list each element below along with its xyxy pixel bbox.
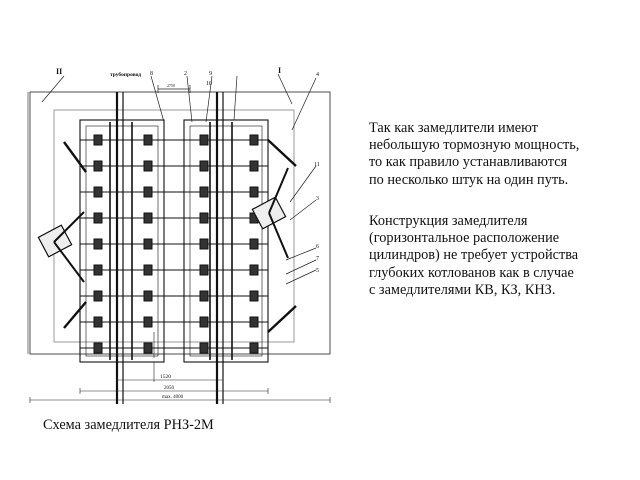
lever-block [249, 342, 259, 354]
lever-block [143, 290, 153, 302]
text-line: цилиндров) не требует устройства [369, 247, 579, 264]
lever-block [143, 342, 153, 354]
lever-block [93, 316, 103, 328]
text-line: (горизонтальное расположение [369, 230, 560, 247]
lever-block [93, 342, 103, 354]
lever-block [143, 134, 153, 146]
lever-block [93, 264, 103, 276]
description-paragraph-2: Конструкция замедлителя (горизонтальное … [369, 213, 631, 299]
lever-block [199, 290, 209, 302]
lever-block [249, 134, 259, 146]
lever-block [143, 160, 153, 172]
lever-block [143, 186, 153, 198]
text-line: Так как замедлители имеют [369, 120, 538, 136]
label-section-II: II [56, 67, 62, 76]
description-paragraph-1: Так как замедлители имеют небольшую торм… [369, 120, 631, 189]
lever-block [93, 186, 103, 198]
lever-block [249, 316, 259, 328]
lever-block [249, 186, 259, 198]
label-num-3: 3 [316, 196, 319, 202]
lever-block [93, 134, 103, 146]
label-section-I: I [278, 66, 281, 75]
label-pipeline: трубопровод [110, 71, 141, 78]
text-line: глубоких котлованов как в случае [369, 264, 574, 281]
lever-block [199, 316, 209, 328]
text-line: Конструкция замедлителя [369, 213, 528, 229]
label-num-4: 4 [316, 72, 319, 78]
lever-block [199, 134, 209, 146]
lever-block [199, 160, 209, 172]
lever-block [249, 290, 259, 302]
label-dim-2750: 2750 [167, 83, 175, 88]
label-dim-2050: 2050 [164, 386, 175, 391]
label-dim-1520: 1520 [160, 374, 171, 380]
label-num-5: 5 [316, 268, 319, 274]
label-num-6: 6 [316, 244, 319, 250]
lever-block [93, 212, 103, 224]
lever-block [199, 186, 209, 198]
lever-block [199, 238, 209, 250]
lever-block [93, 290, 103, 302]
lever-block [249, 160, 259, 172]
label-num-10: 10 [206, 81, 212, 87]
text-line: то как правило устанавливаются [369, 154, 568, 171]
label-num-11: 11 [314, 162, 320, 168]
lever-block [199, 264, 209, 276]
lever-block [93, 238, 103, 250]
lever-block [249, 238, 259, 250]
lever-block [143, 316, 153, 328]
text-line: с замедлителями КВ, КЗ, КНЗ. [369, 281, 556, 298]
lever-block [199, 342, 209, 354]
label-num-2: 2 [184, 71, 187, 77]
label-num-7: 7 [316, 256, 319, 262]
label-dim-max: max. 4000 [162, 395, 184, 400]
lever-block [93, 160, 103, 172]
lever-block [199, 212, 209, 224]
text-line: по несколько штук на один путь. [369, 171, 569, 188]
lever-block [143, 238, 153, 250]
figure-caption: Схема замедлителя РНЗ-2М [43, 417, 214, 433]
label-num-9: 9 [209, 71, 212, 77]
retarder-technical-drawing: II I трубопровод 2750 8 2 9 10 4 11 3 6 … [27, 66, 331, 404]
lever-block [143, 264, 153, 276]
lever-block [249, 264, 259, 276]
lever-block [143, 212, 153, 224]
text-line: небольшую тормозную мощность, [369, 137, 580, 154]
label-num-8: 8 [150, 71, 153, 77]
